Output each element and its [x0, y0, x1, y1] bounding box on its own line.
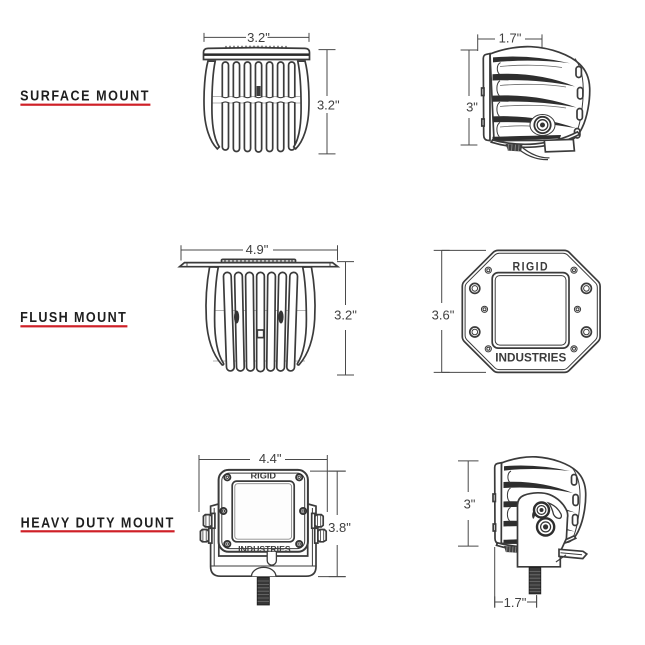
svg-text:3": 3"	[464, 496, 476, 511]
svg-text:1.7": 1.7"	[504, 595, 527, 610]
svg-text:1.7": 1.7"	[499, 31, 522, 46]
svg-text:4.9": 4.9"	[246, 242, 269, 257]
svg-text:RIGID: RIGID	[513, 262, 550, 274]
svg-text:SURFACE MOUNT: SURFACE MOUNT	[20, 86, 149, 103]
svg-text:HEAVY DUTY MOUNT: HEAVY DUTY MOUNT	[21, 513, 174, 530]
svg-text:3.8": 3.8"	[328, 520, 351, 535]
svg-text:INDUSTRIES: INDUSTRIES	[495, 352, 566, 364]
svg-text:RIGID: RIGID	[251, 472, 277, 481]
svg-text:3": 3"	[466, 100, 478, 115]
svg-text:3.2": 3.2"	[334, 308, 357, 323]
svg-text:4.4": 4.4"	[259, 451, 282, 466]
svg-text:FLUSH MOUNT: FLUSH MOUNT	[20, 308, 126, 325]
svg-text:3.2": 3.2"	[317, 97, 340, 112]
svg-text:INDUSTRIES: INDUSTRIES	[238, 545, 291, 554]
svg-text:3.2": 3.2"	[247, 30, 270, 45]
svg-text:3.6": 3.6"	[432, 307, 455, 322]
